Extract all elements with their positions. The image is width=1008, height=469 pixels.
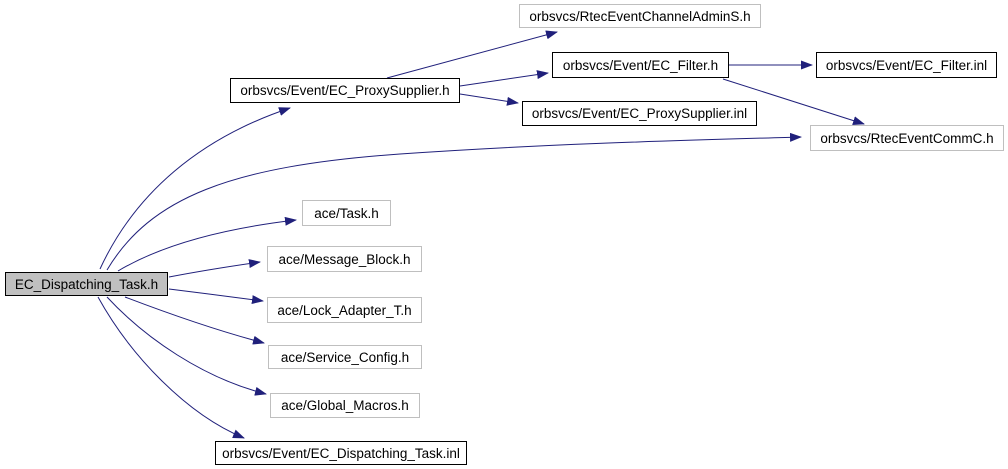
edge-main-to-ace-global-macros [106, 296, 267, 396]
edge-filter-h-to-rteceventcommc-h [722, 78, 865, 125]
edge-main-to-dispatching-inl [97, 296, 245, 439]
node-ace-message-block-h[interactable]: ace/Message_Block.h [267, 246, 422, 272]
node-ace-lock-adapter-t-h[interactable]: ace/Lock_Adapter_T.h [267, 297, 422, 323]
node-ec-proxysupplier-h[interactable]: orbsvcs/Event/EC_ProxySupplier.h [230, 78, 460, 103]
node-ec-dispatching-task-inl[interactable]: orbsvcs/Event/EC_Dispatching_Task.inl [215, 441, 467, 465]
edge-proxysupplier-to-filter-h [459, 70, 549, 87]
edge-main-to-ace-service-config [124, 296, 265, 345]
edge-main-to-rteceventcommc-h [106, 132, 802, 271]
node-ace-service-config-h[interactable]: ace/Service_Config.h [268, 345, 422, 369]
edge-main-to-ace-task-h [117, 216, 297, 272]
node-ec-proxysupplier-inl[interactable]: orbsvcs/Event/EC_ProxySupplier.inl [522, 101, 757, 126]
node-ace-global-macros-h[interactable]: ace/Global_Macros.h [270, 393, 420, 418]
edge-proxysupplier-to-admins-h [386, 30, 558, 79]
edge-main-to-proxysupplier-h [99, 107, 291, 270]
node-ec-filter-inl[interactable]: orbsvcs/Event/EC_Filter.inl [816, 52, 997, 78]
edge-proxysupplier-to-proxysupplier-inl [459, 93, 519, 106]
node-ec-dispatching-task-h[interactable]: EC_Dispatching_Task.h [5, 272, 168, 296]
edge-main-to-ace-lock-adapter [168, 288, 264, 305]
node-rtec-event-commc-h[interactable]: orbsvcs/RtecEventCommC.h [810, 125, 1004, 151]
node-ace-task-h[interactable]: ace/Task.h [302, 200, 391, 226]
edge-main-to-ace-message-block [168, 259, 261, 278]
node-rtec-event-channel-admins-h[interactable]: orbsvcs/RtecEventChannelAdminS.h [519, 4, 761, 28]
node-ec-filter-h[interactable]: orbsvcs/Event/EC_Filter.h [552, 52, 729, 78]
